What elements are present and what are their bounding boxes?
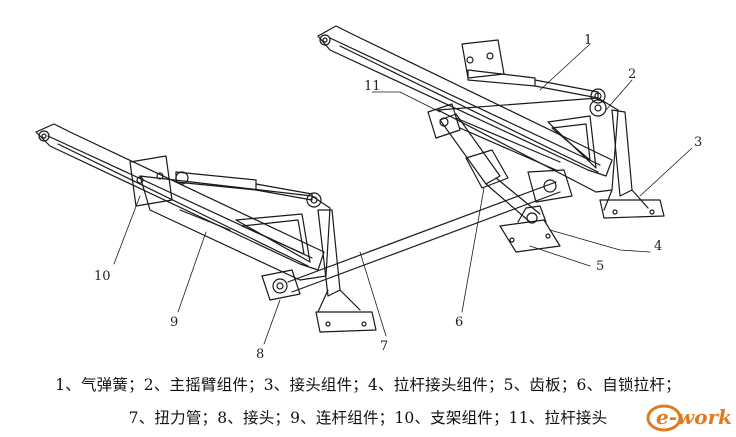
eworks-watermark-logo: e-works xyxy=(646,404,732,432)
callout-8: 8 xyxy=(256,347,264,362)
rod-joint-tooth-plate xyxy=(499,205,561,253)
right-main-arm xyxy=(317,25,613,177)
callout-5: 5 xyxy=(596,259,604,274)
right-gas-spring xyxy=(467,69,606,104)
torsion-tube xyxy=(287,181,561,293)
left-bracket xyxy=(129,155,173,207)
caption-line-1: 1、气弹簧；2、主摇臂组件；3、接头组件；4、拉杆接头组件；5、齿板；6、自锁拉… xyxy=(55,376,681,394)
left-post-foot xyxy=(315,209,377,333)
callout-4: 4 xyxy=(654,239,662,254)
right-triangle-frame xyxy=(437,97,619,193)
callout-labels: 1 2 3 4 5 6 7 8 9 10 11 xyxy=(94,33,702,362)
callout-2: 2 xyxy=(628,67,636,82)
left-gas-spring xyxy=(175,171,322,208)
callout-3: 3 xyxy=(694,135,702,150)
watermark-text: e-works xyxy=(656,405,732,429)
callout-1: 1 xyxy=(584,33,592,48)
callout-7: 7 xyxy=(380,339,388,354)
caption-line-2: 7、扭力管；8、接头；9、连杆组件；10、支架组件；11、拉杆接头 xyxy=(128,409,608,427)
left-joint-hub xyxy=(261,269,301,301)
right-post-foot xyxy=(599,109,665,219)
callout-10: 10 xyxy=(94,269,111,284)
callout-9: 9 xyxy=(170,315,178,330)
callout-11: 11 xyxy=(364,79,381,94)
center-rod-joint xyxy=(427,103,461,139)
callout-6: 6 xyxy=(455,315,463,330)
left-main-arm xyxy=(35,123,325,271)
right-lower-hub xyxy=(527,169,573,203)
leader-lines xyxy=(113,43,693,345)
right-top-bracket xyxy=(461,39,505,79)
